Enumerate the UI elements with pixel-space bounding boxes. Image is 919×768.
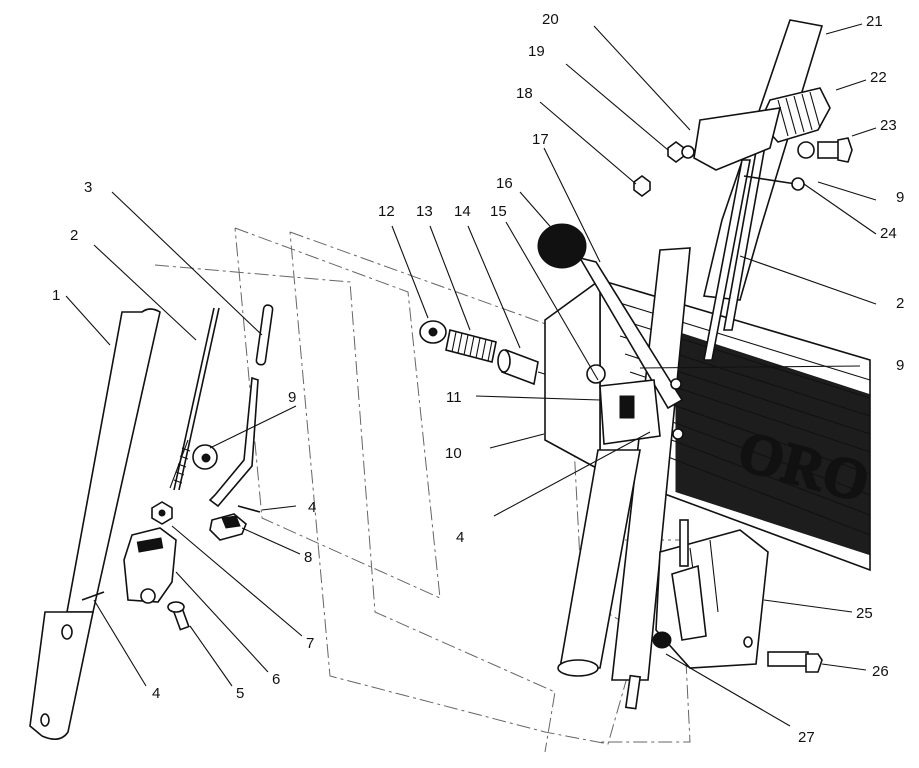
bolt-part	[167, 601, 190, 631]
frame-posts-part	[557, 247, 691, 681]
callout-labels: 1 2 3 9 4 5 6 7 8 4 10 11 12 13 14 15 16…	[52, 11, 904, 746]
callout-2-right: 2	[896, 295, 904, 312]
grip-spring-part	[693, 87, 831, 171]
callout-9-upper: 9	[896, 189, 904, 206]
nut-part	[151, 501, 173, 525]
shift-rod-part	[169, 307, 220, 491]
pivot-block-part	[209, 513, 247, 541]
callout-16: 16	[496, 175, 513, 192]
callout-15: 15	[490, 203, 507, 220]
callout-7: 7	[306, 635, 314, 652]
callout-12: 12	[378, 203, 395, 220]
callout-13: 13	[416, 203, 433, 220]
callout-22: 22	[870, 69, 887, 86]
callout-24: 24	[880, 225, 897, 242]
bent-link-rod-part	[208, 376, 259, 508]
callout-26: 26	[872, 663, 889, 680]
clevis-part	[123, 527, 177, 604]
shift-lever-part	[537, 223, 684, 410]
callout-5: 5	[236, 685, 244, 702]
callout-4-bottom: 4	[152, 685, 160, 702]
callout-4-right: 4	[456, 529, 464, 546]
callout-17: 17	[532, 131, 549, 148]
upper-handle-part	[703, 19, 824, 361]
callout-2-left: 2	[70, 227, 78, 244]
spring-assembly-parts	[419, 320, 549, 386]
callout-4-mid: 4	[308, 499, 316, 516]
callout-9-mid: 9	[896, 357, 904, 374]
callout-25: 25	[856, 605, 873, 622]
callout-20: 20	[542, 11, 559, 28]
housing-part: ORO	[544, 278, 877, 572]
callout-9-left: 9	[288, 389, 296, 406]
callout-18: 18	[516, 85, 533, 102]
callout-3: 3	[84, 179, 92, 196]
short-rod-part	[255, 304, 274, 366]
upper-fasteners-parts	[633, 137, 853, 197]
washer-left-part	[192, 444, 218, 470]
callout-21: 21	[866, 13, 883, 30]
leader-lines	[65, 23, 877, 727]
lower-bracket-part	[624, 519, 823, 710]
callout-10: 10	[445, 445, 462, 462]
callout-23: 23	[880, 117, 897, 134]
callout-1: 1	[52, 287, 60, 304]
callout-19: 19	[528, 43, 545, 60]
callout-11: 11	[446, 389, 462, 406]
callout-8: 8	[304, 549, 312, 566]
callout-27: 27	[798, 729, 815, 746]
lever-bracket-part	[599, 378, 684, 445]
callout-6: 6	[272, 671, 280, 688]
handle-tube-part	[29, 308, 161, 740]
callout-14: 14	[454, 203, 471, 220]
